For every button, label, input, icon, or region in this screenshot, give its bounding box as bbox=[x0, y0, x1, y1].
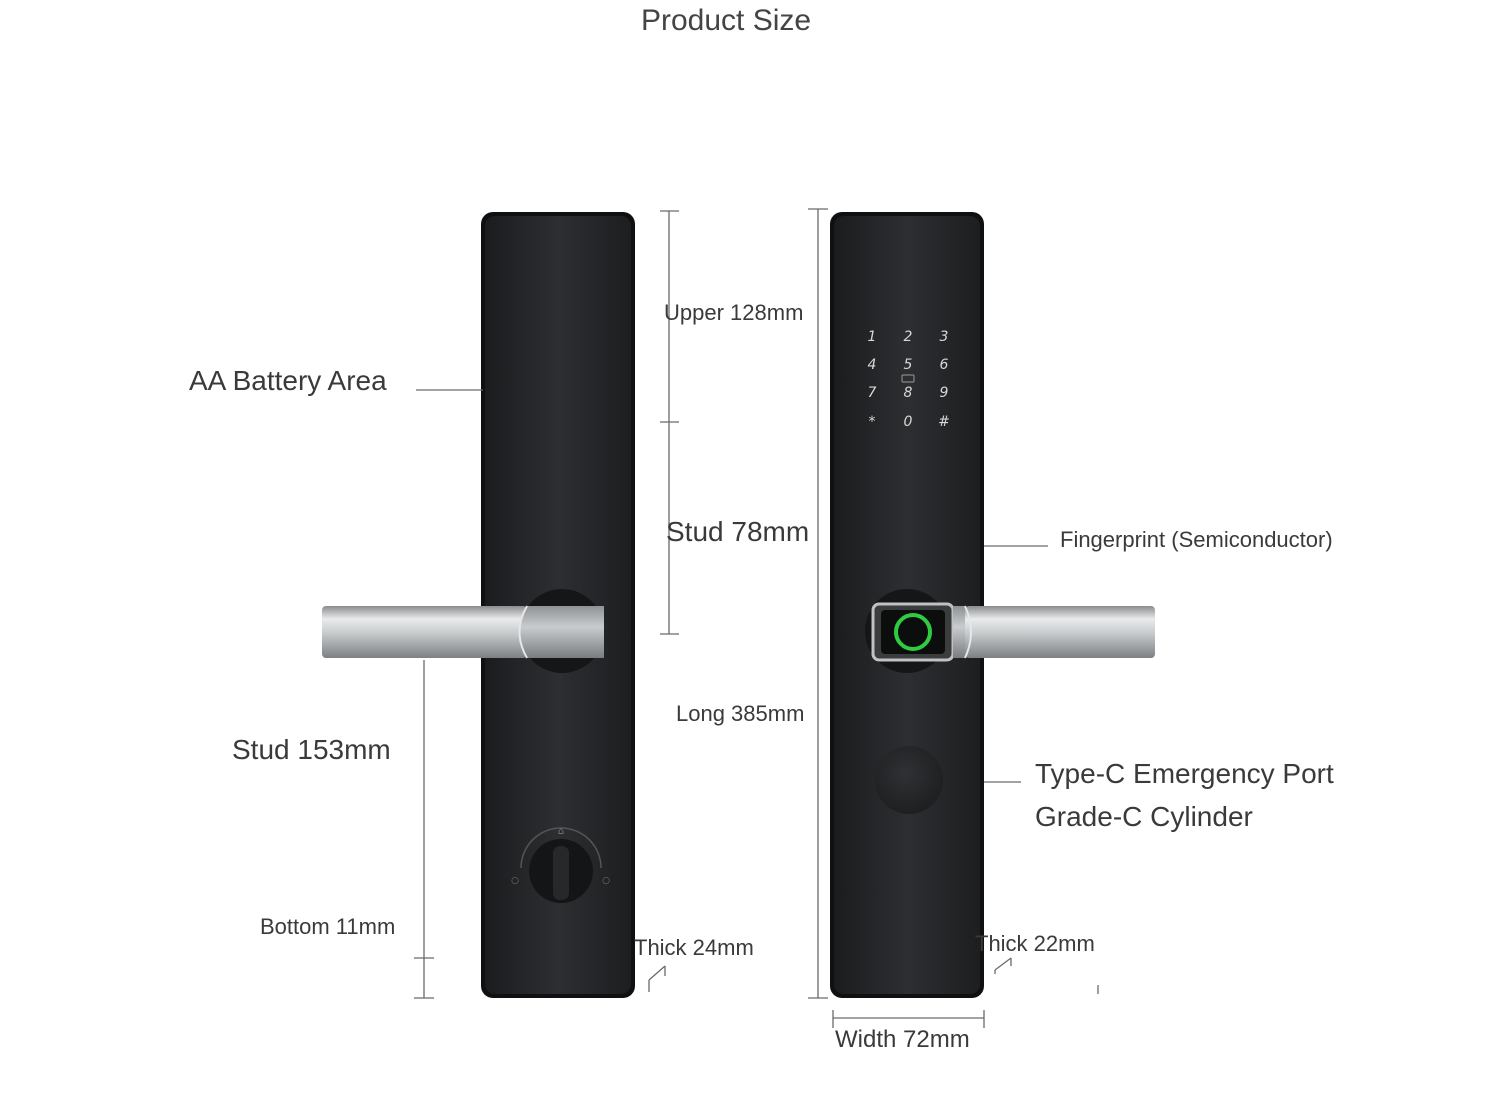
keypad: 1 2 3 4 5 6 7 8 9 * 0 # bbox=[868, 329, 950, 430]
keypad-key: # bbox=[938, 414, 950, 430]
keypad-key: 4 bbox=[868, 357, 877, 373]
keypad-key: 2 bbox=[904, 329, 913, 345]
back-lever-handle bbox=[322, 605, 604, 659]
type-c-port-label: Type-C Emergency Port bbox=[1035, 758, 1334, 789]
svg-text:○: ○ bbox=[511, 876, 519, 886]
upper-length-label: Upper 128mm bbox=[664, 300, 804, 325]
keypad-key: 6 bbox=[940, 357, 949, 373]
keypad-key: 1 bbox=[868, 329, 877, 345]
keypad-key: 3 bbox=[940, 329, 949, 345]
front-lever-handle bbox=[953, 605, 1155, 659]
keypad-key: 5 bbox=[904, 357, 913, 373]
keypad-key: 9 bbox=[940, 385, 949, 401]
svg-text:⌂: ⌂ bbox=[558, 826, 564, 837]
cylinder-label: Grade-C Cylinder bbox=[1035, 801, 1253, 832]
width-label: Width 72mm bbox=[835, 1026, 970, 1053]
card-reader-icon bbox=[901, 374, 915, 383]
thick-22-label: Thick 22mm bbox=[975, 931, 1095, 956]
bottom-length-label: Bottom 11mm bbox=[260, 914, 396, 939]
thumb-turn-knob: ⌂ ○ ○ bbox=[511, 826, 610, 903]
fingerprint-module bbox=[871, 602, 955, 662]
battery-area-label: AA Battery Area bbox=[189, 365, 387, 396]
keypad-key: 7 bbox=[868, 385, 877, 401]
stud-78-label: Stud 78mm bbox=[666, 516, 810, 547]
fingerprint-label: Fingerprint (Semiconductor) bbox=[1060, 527, 1333, 552]
keypad-key: 8 bbox=[904, 385, 913, 401]
keypad-key: 0 bbox=[904, 414, 913, 430]
page-title: Product Size bbox=[641, 4, 812, 37]
emergency-cylinder-cover bbox=[875, 746, 943, 814]
long-length-label: Long 385mm bbox=[676, 701, 805, 726]
keypad-key: * bbox=[869, 414, 876, 430]
svg-text:○: ○ bbox=[602, 876, 610, 886]
stud-153-label: Stud 153mm bbox=[232, 734, 391, 765]
dimension-lines bbox=[414, 208, 1099, 1028]
thick-24-label: Thick 24mm bbox=[634, 935, 754, 960]
